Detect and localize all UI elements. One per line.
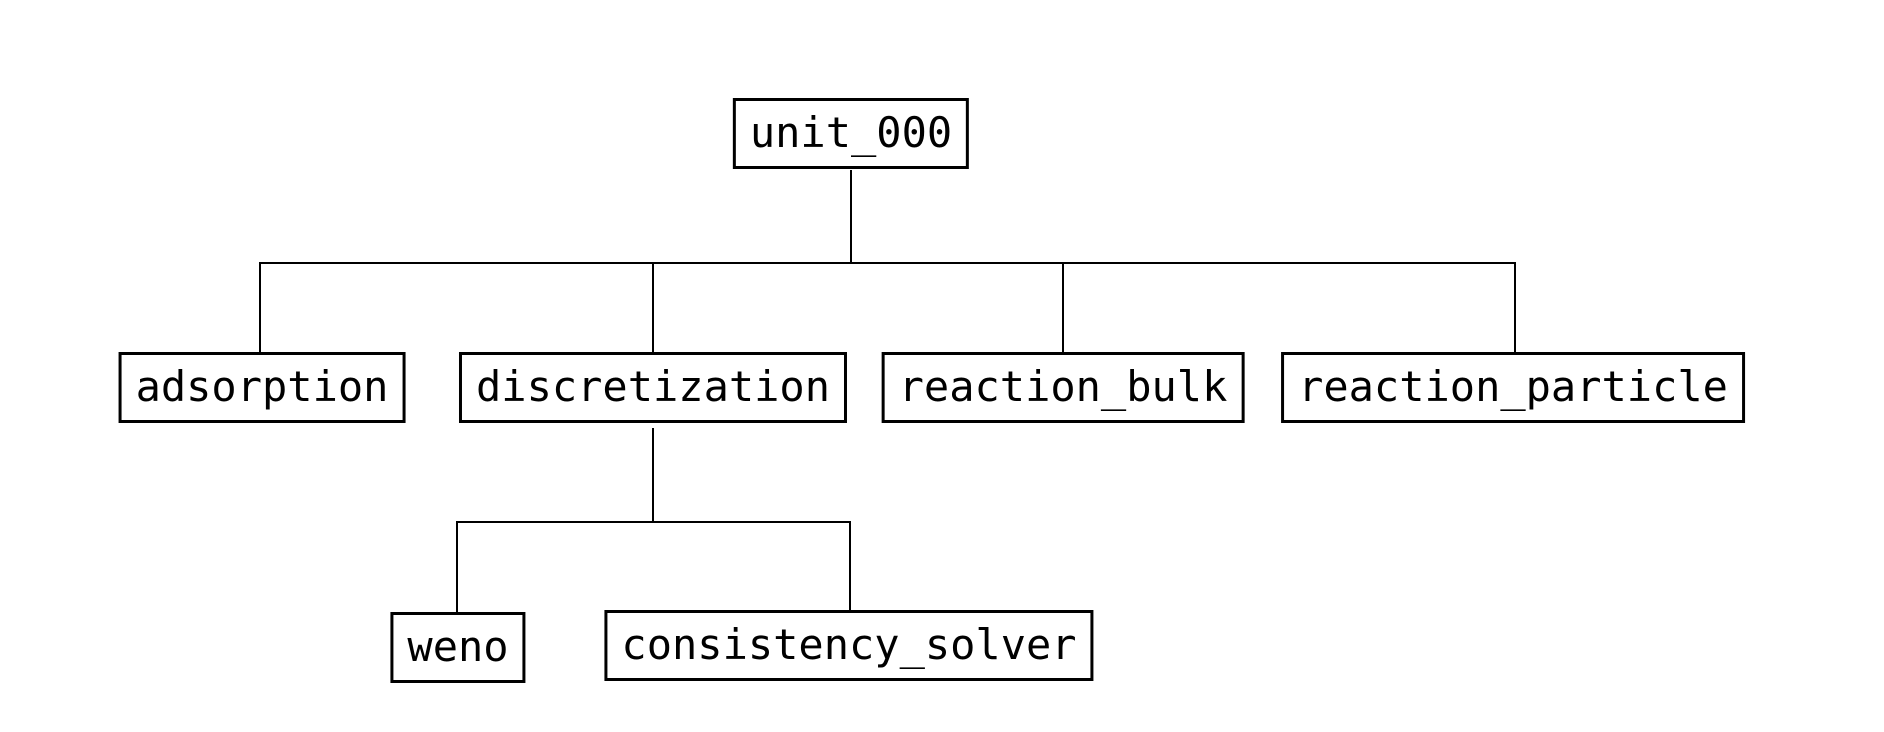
connector-drop-discretization <box>652 262 654 353</box>
connector-drop-adsorption <box>259 262 261 353</box>
connector-drop-consistency-solver <box>849 521 851 611</box>
node-discretization: discretization <box>458 352 848 423</box>
connector-level1-bar <box>259 262 1516 264</box>
connector-discretization-stem <box>652 428 654 522</box>
node-adsorption: adsorption <box>118 352 406 423</box>
connector-drop-weno <box>456 521 458 613</box>
node-reaction-bulk: reaction_bulk <box>881 352 1245 423</box>
node-label: reaction_bulk <box>898 362 1228 411</box>
node-weno: weno <box>390 612 526 683</box>
node-label: adsorption <box>135 362 389 411</box>
node-label: unit_000 <box>749 108 953 157</box>
connector-root-stem <box>850 170 852 263</box>
node-label: consistency_solver <box>621 620 1077 669</box>
node-consistency-solver: consistency_solver <box>604 610 1094 681</box>
node-label: discretization <box>475 362 831 411</box>
connector-drop-reaction-particle <box>1514 262 1516 353</box>
node-label: weno <box>407 622 509 671</box>
node-unit-000: unit_000 <box>732 98 970 169</box>
node-reaction-particle: reaction_particle <box>1281 352 1745 423</box>
connector-level2-bar <box>456 521 851 523</box>
node-label: reaction_particle <box>1298 362 1728 411</box>
connector-drop-reaction-bulk <box>1062 262 1064 353</box>
